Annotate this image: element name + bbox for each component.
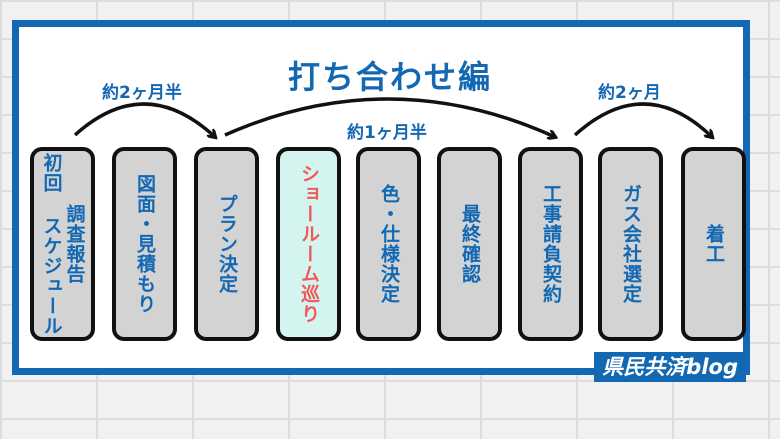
step-label: ショールーム巡り <box>298 164 320 324</box>
step-box-construction-contract: 工事請負契約 <box>518 147 583 341</box>
arrow-2 <box>224 97 555 137</box>
step-box-drawings-estimate: 図面・見積もり <box>112 147 177 341</box>
step-label: 色・仕様決定 <box>378 184 400 304</box>
brand-logo: 県民共済blog <box>594 352 746 382</box>
page-title: 打ち合わせ編 <box>287 58 492 96</box>
duration-label-1: 約2ヶ月半 <box>102 83 182 103</box>
step-box-color-spec: 色・仕様決定 <box>356 147 421 341</box>
step-box-survey-report: 調査報告 初回 スケジュール <box>30 147 95 341</box>
step-label: 図面・見積もり <box>134 174 156 314</box>
step-box-showroom-tour: ショールーム巡り <box>276 147 341 341</box>
step-label: 工事請負契約 <box>540 184 562 304</box>
step-box-gas-company: ガス会社選定 <box>598 147 663 341</box>
step-box-groundbreaking: 着工 <box>681 147 746 341</box>
step-label-sub: 初回 スケジュール <box>40 152 63 336</box>
step-label: 調査報告 <box>63 204 86 284</box>
step-box-plan-decision: プラン決定 <box>194 147 259 341</box>
step-label: ガス会社選定 <box>620 184 642 304</box>
arrow-3 <box>573 102 712 137</box>
step-label: 着工 <box>703 224 725 264</box>
step-box-final-check: 最終確認 <box>437 147 502 341</box>
duration-label-3: 約2ヶ月 <box>598 83 661 103</box>
duration-label-2: 約1ヶ月半 <box>347 123 427 143</box>
step-label: 最終確認 <box>459 204 481 284</box>
arrow-1 <box>73 102 215 137</box>
step-label: プラン決定 <box>216 194 238 294</box>
